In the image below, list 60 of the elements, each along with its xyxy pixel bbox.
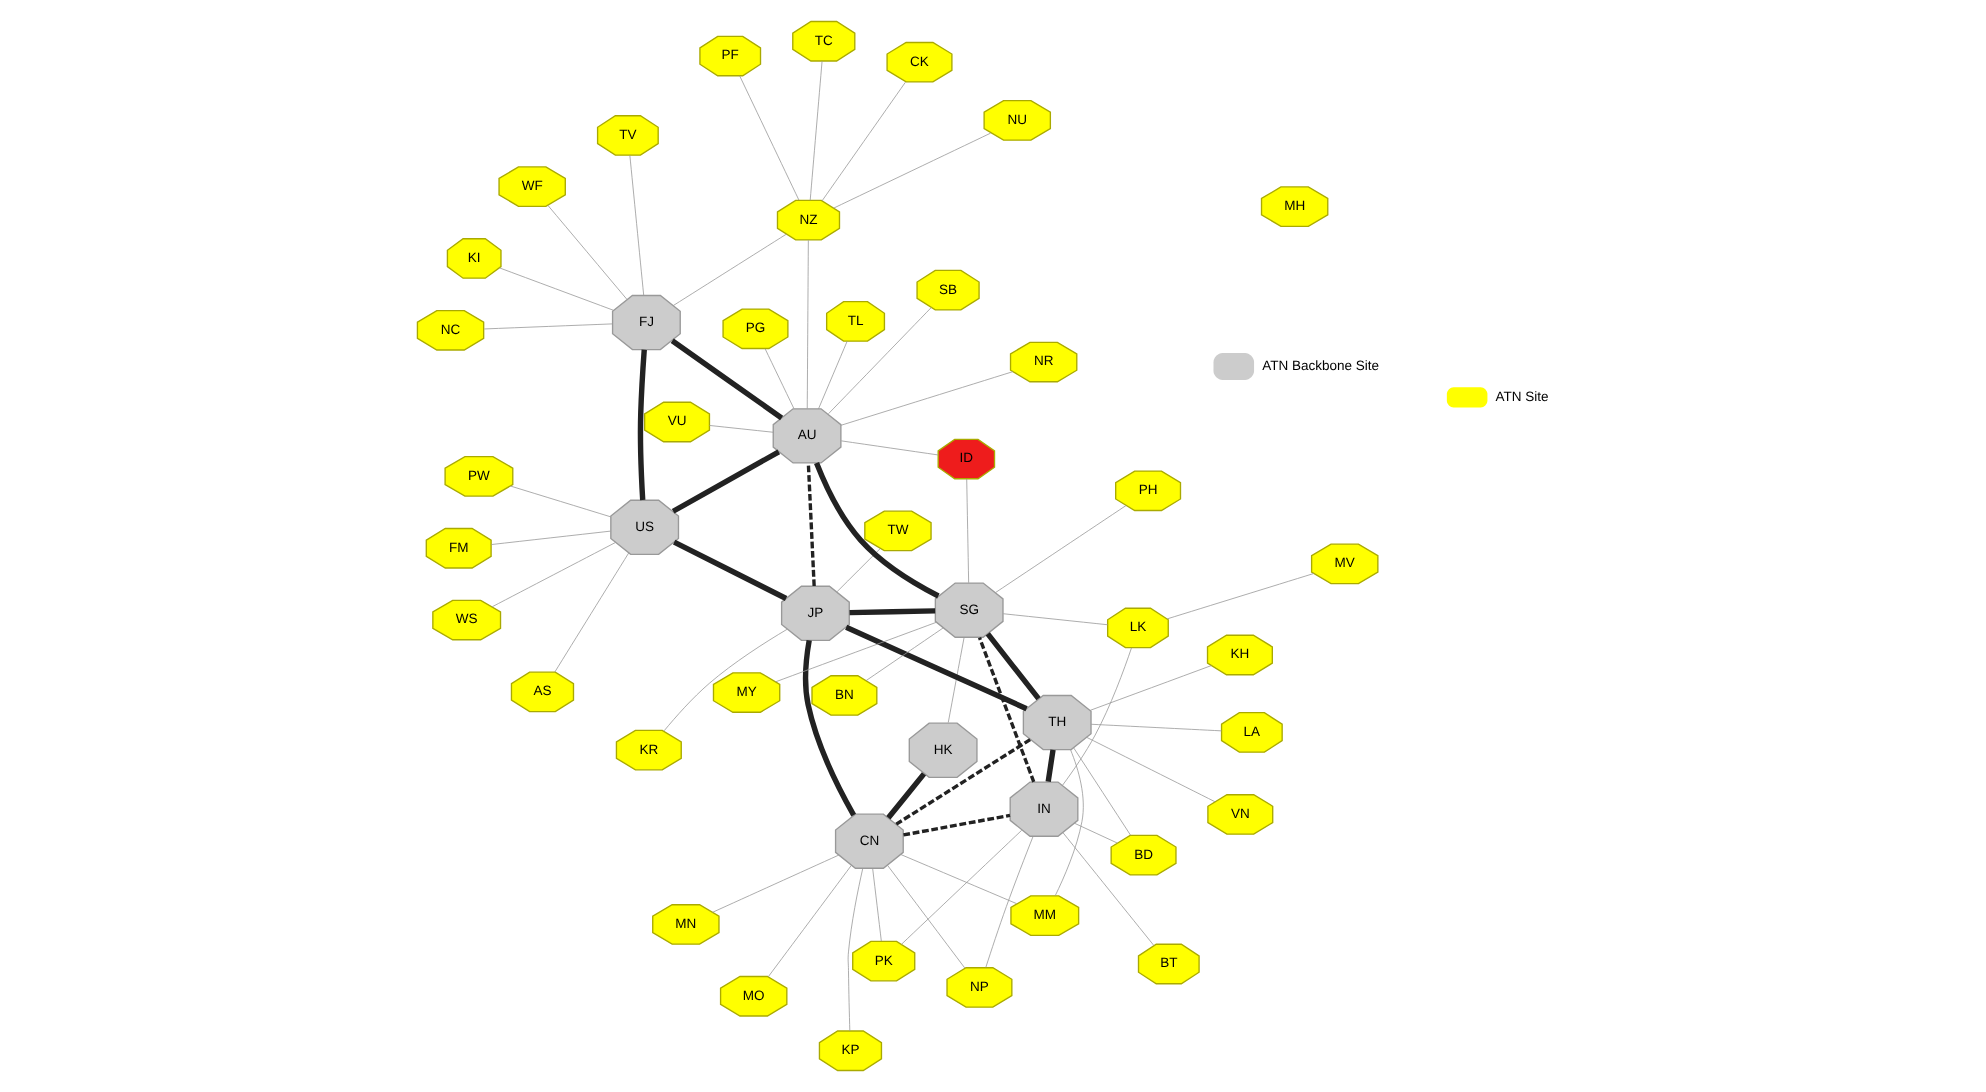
connector: [490, 530, 611, 545]
connector: [828, 307, 932, 415]
connector: [1086, 736, 1216, 803]
connector: [840, 371, 1014, 426]
connector: [491, 542, 617, 608]
connector: [1045, 749, 1056, 783]
connector: [900, 854, 1017, 905]
connector: [809, 60, 823, 201]
connector: [840, 440, 939, 456]
connector: [903, 813, 1011, 837]
connector: [833, 132, 992, 209]
connector: [712, 854, 840, 913]
connector: [865, 627, 944, 682]
connector: [767, 865, 852, 978]
connector: [821, 81, 906, 202]
connector: [1074, 822, 1118, 844]
connector: [739, 75, 800, 201]
connector: [1062, 832, 1155, 947]
connector: [947, 636, 965, 723]
connector: [995, 505, 1127, 593]
connector: [901, 829, 1023, 945]
connector: [1002, 613, 1109, 626]
connector: [895, 738, 1032, 826]
connector: [672, 233, 787, 307]
connector: [708, 425, 774, 433]
connector: [499, 267, 614, 311]
connector: [483, 323, 613, 330]
connector: [985, 835, 1034, 968]
connector: [977, 637, 1036, 783]
connector: [663, 628, 788, 732]
connector: [802, 639, 857, 817]
connector: [1062, 647, 1132, 786]
connector: [806, 462, 816, 587]
connector: [814, 461, 940, 599]
connector: [1073, 747, 1132, 836]
connector: [775, 621, 937, 683]
connector: [673, 539, 788, 601]
connector: [1090, 723, 1222, 732]
connector: [806, 239, 809, 409]
connector: [985, 632, 1041, 701]
connector: [836, 548, 881, 593]
connector: [510, 485, 612, 518]
connector: [1054, 749, 1084, 897]
connector: [670, 338, 784, 421]
connector: [847, 867, 864, 1032]
connector: [966, 478, 970, 584]
connector: [547, 205, 628, 300]
connector: [886, 772, 927, 820]
connector: [671, 449, 781, 514]
connector: [629, 154, 645, 296]
connector: [849, 608, 936, 616]
connector: [1166, 573, 1315, 620]
connector: [554, 552, 630, 673]
connector: [764, 348, 795, 409]
connector: [818, 340, 848, 410]
connector: [637, 349, 647, 501]
connector: [872, 868, 882, 942]
connector: [1089, 665, 1212, 711]
connector: [845, 624, 1028, 712]
connector: [887, 864, 966, 969]
